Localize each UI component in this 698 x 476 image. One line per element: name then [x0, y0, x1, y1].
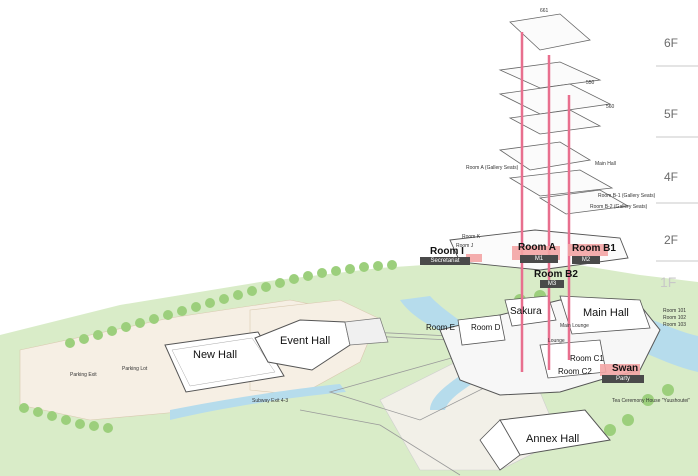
room-a-gallery-label: Room A (Gallery Seats) [466, 165, 519, 171]
new-hall-building [164, 331, 285, 393]
floor-plate-4f-b2 [538, 189, 630, 215]
room-k-label: Room K [462, 234, 481, 240]
event-hall-label[interactable]: Event Hall [280, 335, 331, 347]
room-102-label: Room 102 [663, 315, 687, 321]
room-550-label: 550 [586, 80, 595, 86]
floor-label-4f: 4F [664, 170, 679, 184]
lounge-label: Lounge [548, 338, 565, 344]
floor-plate-5f-c [508, 109, 602, 135]
m1-tag: M1 [520, 255, 558, 263]
room-b1-label[interactable]: Room B1 [572, 243, 616, 254]
sakura-label[interactable]: Sakura [510, 306, 542, 317]
room-c1-label[interactable]: Room C1 [570, 354, 604, 363]
room-d-building [457, 314, 506, 346]
floor-plate-4f-b1 [508, 169, 614, 197]
parking-exit-label: Parking Exit [70, 372, 97, 378]
room-b2-label[interactable]: Room B2 [534, 269, 578, 280]
canal-water [170, 384, 346, 420]
secretariat-tag: Secretariat [420, 257, 470, 265]
annex-hall-label[interactable]: Annex Hall [526, 433, 580, 445]
room-b2-gallery-label: Room B-2 (Gallery Seats) [590, 204, 648, 210]
floor-label-5f: 5F [664, 107, 679, 121]
tea-house-label: Tea Ceremony House "Yuushoutei" [612, 398, 691, 404]
room-e-label[interactable]: Room E [426, 323, 455, 332]
subway-exit-label: Subway Exit 4-3 [252, 398, 289, 404]
room-661-label: 661 [540, 8, 549, 14]
party-tag: Party [602, 375, 644, 383]
room-b1-highlight [568, 244, 608, 256]
swan-label[interactable]: Swan [612, 363, 639, 374]
floor-plate-6f [509, 13, 591, 51]
room-c2-label[interactable]: Room C2 [558, 367, 592, 376]
main-lounge-label: Main Lounge [560, 323, 589, 329]
road-outline [299, 409, 461, 476]
sakura-building [504, 295, 557, 327]
new-hall-label[interactable]: New Hall [193, 349, 238, 361]
m2-tag: M2 [572, 256, 600, 264]
floor-plate-5f-b [498, 83, 612, 115]
room-i-highlight [466, 254, 482, 262]
room-i-label[interactable]: Room I [430, 246, 464, 257]
room-b1-gallery-label: Room B-1 (Gallery Seats) [598, 193, 656, 199]
room-j-label: Room J [456, 243, 474, 249]
parking-lot-label: Parking Lot [122, 366, 148, 372]
m3-tag: M3 [540, 280, 564, 288]
floor-label-1f: 1F [660, 274, 677, 290]
floor-label-6f: 6F [664, 36, 679, 50]
tree-rows [19, 260, 674, 436]
swan-highlight [600, 364, 640, 376]
room-103-label: Room 103 [663, 322, 687, 328]
room-560-label: 560 [606, 104, 615, 110]
main-hall-label[interactable]: Main Hall [583, 307, 629, 319]
room-101-label: Room 101 [663, 308, 687, 314]
room-d-label[interactable]: Room D [471, 323, 501, 332]
room-a-label[interactable]: Room A [518, 242, 556, 253]
main-hall-upper-label: Main Hall [595, 161, 616, 167]
elevator-shafts [520, 32, 571, 372]
floor-label-2f: 2F [664, 233, 679, 247]
